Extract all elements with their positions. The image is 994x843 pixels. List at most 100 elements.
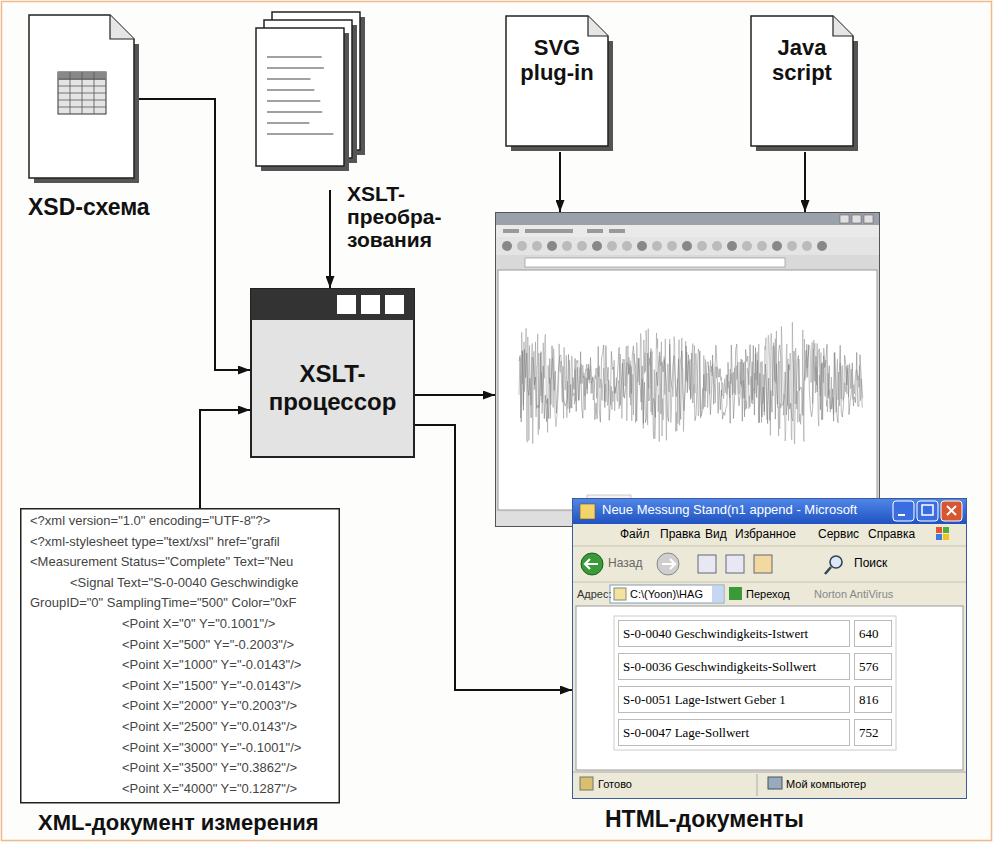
text-line [267,89,314,90]
window-text: Правка [660,528,701,542]
tool-icon [532,241,542,251]
tool-icon [726,555,744,573]
tool-icon [622,241,632,251]
window-text: Norton AntiVirus [814,588,893,601]
doc-sheet [29,15,134,178]
arrow-connector [559,152,561,212]
xml-frame [21,509,340,803]
search-icon [825,567,831,574]
dropdown [712,586,723,602]
window-button [864,215,873,223]
window-text: HTML-документы [605,806,804,832]
code-line: <Point X="1500" Y="-0.0143"/> [122,679,301,694]
doc-fold [833,16,853,36]
window-text: 752 [854,719,892,746]
code-line: <Point X="3500" Y="0.3862"/> [122,761,297,776]
doc-sheet [506,16,608,146]
doc-fold [110,15,134,39]
back-arrow [585,559,598,569]
xsd-document: XSD-схема [28,14,158,229]
window-text: S-0-0040 Geschwindigkeits-Istwert [618,620,850,647]
window-text: Адрес: [577,588,612,601]
doc-fold [351,19,352,20]
tool-icon [742,241,752,251]
tool-icon [637,241,647,251]
xslt-documents: XSLT- преобра- зования [255,12,465,280]
menu-mark [503,229,519,233]
separator [573,582,966,583]
text-line [267,56,322,57]
address-icon [614,588,626,600]
menu-mark [609,229,625,233]
shape-outline [495,212,880,527]
doc-sheet [256,28,344,166]
doc-label: XSD-схема [28,194,150,220]
window-text: S-0-0047 Lage-Sollwert [618,719,850,746]
address-field [525,258,785,267]
arrow-connector [415,394,495,396]
window-text: Файл [620,528,650,542]
button-symbol [898,514,905,516]
window-text: 640 [854,620,892,647]
code-line: <Point X="3000" Y="-0.1001"/> [122,741,301,756]
window-text: Назад [608,557,642,571]
tool-icon [757,241,767,251]
back-icon [581,553,603,575]
window-button [337,295,356,314]
windows-logo [936,527,949,540]
tool-icon [667,241,677,251]
window-text: Вид [705,528,727,542]
doc-fold [343,27,344,28]
text-line [267,122,309,123]
search-icon [830,556,842,568]
arrow-connector [329,190,331,288]
text-line [267,100,320,101]
tool-icon [727,241,737,251]
code-line: <Point X="2000" Y="0.2003"/> [122,699,297,714]
window-text: Сервис [818,528,859,542]
tool-icon [787,241,797,251]
code-line: <Point X="4000" Y="0.1287"/> [122,782,297,797]
text-line [267,67,324,68]
toolbar [496,237,879,255]
go-icon [729,587,742,600]
tool-icon [817,241,827,251]
window-text: Переход [746,588,790,601]
window-text: S-0-0051 Lage-Istwert Geber 1 [618,686,850,713]
code-line: <Point X="2500" Y="0.0143"/> [122,720,297,735]
arrow-connector [200,410,250,508]
processor-label: XSLT- процессор [258,360,407,415]
tool-icon [577,241,587,251]
javascript-document: Java script [750,15,858,152]
tool-icon [652,241,662,251]
content-area [576,606,963,770]
tool-icon [712,241,722,251]
window-text: 576 [854,653,892,680]
tool-icon [697,241,707,251]
code-line: <?xml version="1.0" encoding="UTF-8"?> [30,514,270,529]
svg-browser-window [495,212,880,527]
title-bar [573,499,966,524]
tool-icon [592,241,602,251]
doc-label: Java script [752,35,852,86]
menu-bar [496,225,879,237]
code-line: <Point X="0" Y="0.1001"/> [122,617,275,632]
tool-icon [698,555,716,573]
window-text: S-0-0036 Geschwindigkeits-Sollwert [618,653,850,680]
separator [573,546,966,547]
window-text: Избранное [735,528,796,542]
status-icon [580,777,593,790]
tool-icon [802,241,812,251]
arrow-connector [136,99,250,370]
menu-mark [587,229,603,233]
doc-fold [359,11,360,12]
tool-icon [502,241,512,251]
address-field [610,585,724,603]
window-button [917,501,938,521]
button-symbol [922,505,933,515]
code-line: <Signal Text="S-0-0040 Geschwindigke [70,576,298,591]
processor-body [251,289,414,457]
tool-icon [682,241,692,251]
window-text: Готово [598,778,632,791]
